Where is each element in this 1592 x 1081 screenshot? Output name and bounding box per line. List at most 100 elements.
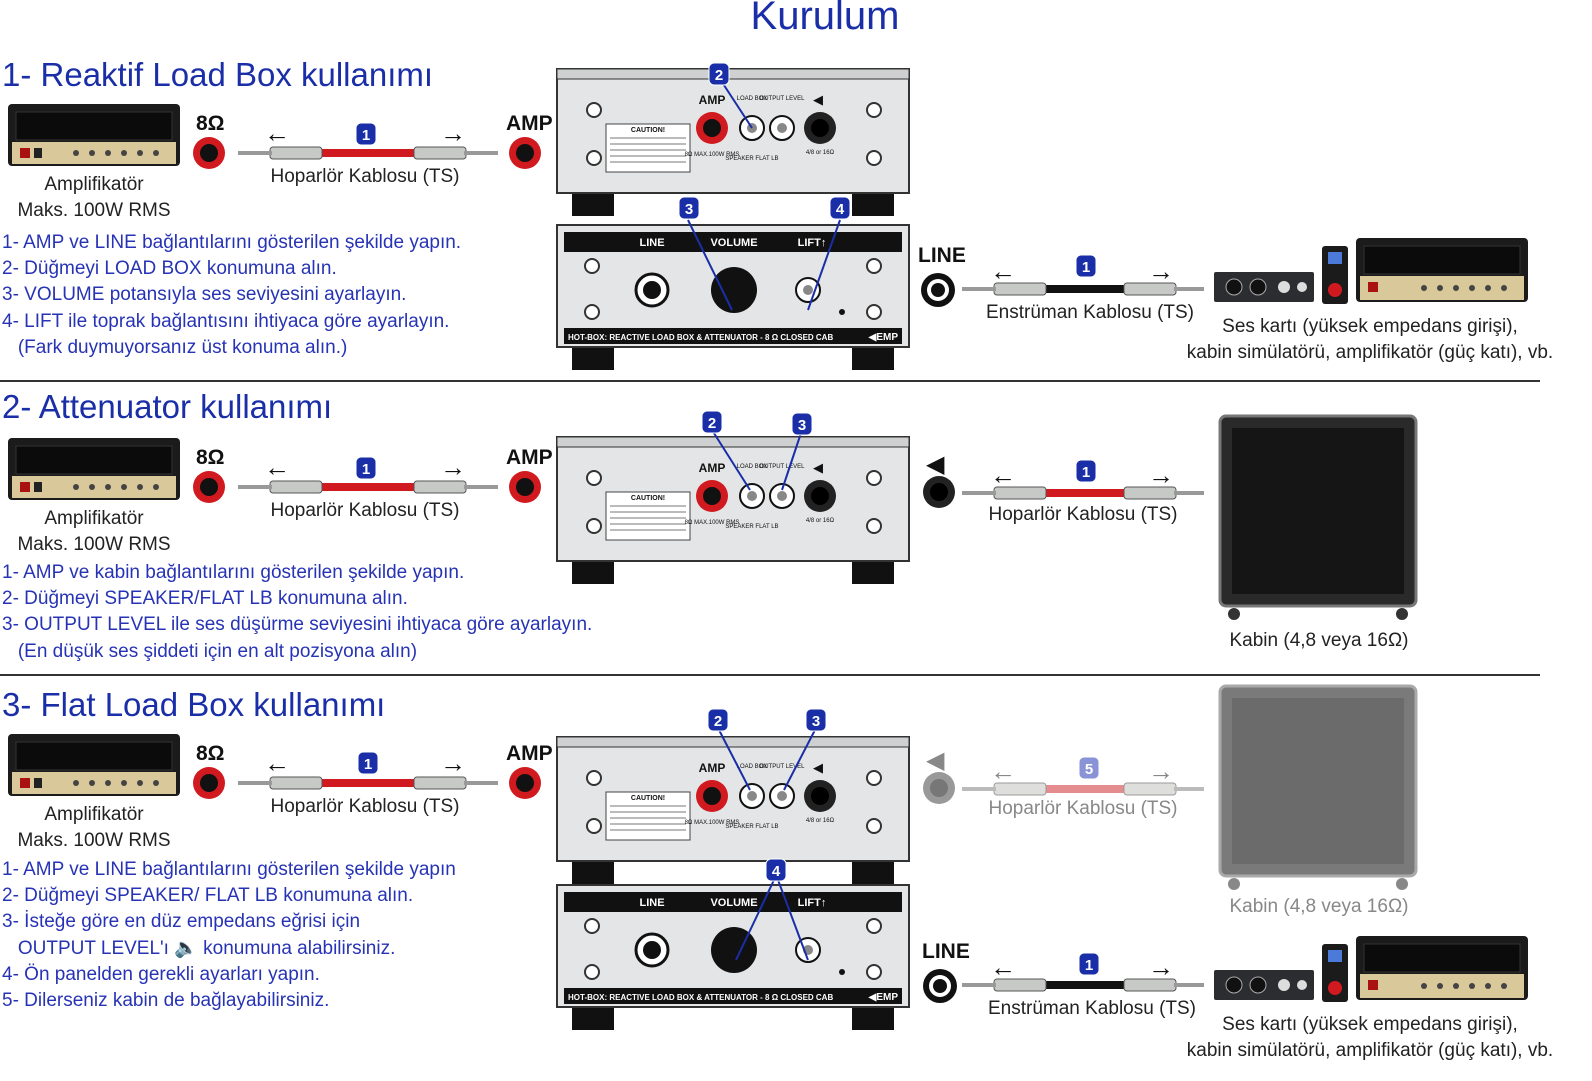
instrument-cable-label: Enstrüman Kablosu (TS)	[985, 302, 1195, 323]
svg-text:←: ←	[990, 460, 1016, 490]
instruction-1-5: (Fark duymuyorsanız üst konuma alın.)	[2, 336, 348, 358]
page-title: Kurulum	[750, 0, 900, 38]
svg-text:◀: ◀	[813, 92, 823, 107]
instruction-2-1: 1- AMP ve kabin bağlantılarını gösterile…	[2, 562, 465, 583]
amp-input-jack-icon	[509, 767, 541, 799]
svg-text:CAUTION!: CAUTION!	[631, 495, 665, 502]
svg-text:◀: ◀	[813, 460, 823, 475]
amplifier-head-image	[8, 734, 180, 796]
device-top-panel: CAUTION! AMP 8Ω MAX.100W RMS LOAD BOX SP…	[556, 736, 910, 884]
svg-text:3: 3	[798, 417, 806, 434]
soundcard-caption-line1: Ses kartı (yüksek empedans girişi),	[1222, 1014, 1518, 1035]
speaker-cabinet-image	[1218, 414, 1418, 620]
instruction-3-3: 3- İsteğe göre en düz empedans eğrisi iç…	[2, 911, 361, 933]
jack-label-8ohm: 8Ω	[196, 446, 225, 469]
section-2-title: 2- Attenuator kullanımı	[2, 388, 333, 425]
jack-label-8ohm: 8Ω	[196, 112, 225, 135]
svg-text:1: 1	[362, 127, 370, 144]
svg-text:AMP: AMP	[699, 461, 726, 475]
svg-text:SPEAKER FLAT LB: SPEAKER FLAT LB	[725, 524, 778, 530]
svg-text:LOAD BOX: LOAD BOX	[737, 464, 768, 470]
step-badge-5: 5	[1078, 756, 1100, 780]
svg-text:CAUTION!: CAUTION!	[631, 127, 665, 134]
svg-text:←: ←	[264, 118, 290, 148]
svg-text:3: 3	[685, 201, 693, 218]
amplifier-caption-line1: Amplifikatör	[44, 508, 144, 529]
svg-text:HOT-BOX: REACTIVE LOAD BOX & A: HOT-BOX: REACTIVE LOAD BOX & ATTENUATOR …	[568, 333, 833, 342]
svg-text:→: →	[1148, 256, 1174, 286]
section-3-title: 3- Flat Load Box kullanımı	[2, 686, 386, 723]
svg-text:OUTPUT LEVEL: OUTPUT LEVEL	[760, 464, 806, 470]
svg-text:←: ←	[264, 452, 290, 482]
amplifier-caption-line1: Amplifikatör	[44, 174, 144, 195]
callout-lines	[717, 727, 817, 961]
instruction-1-2: 2- Düğmeyi LOAD BOX konumuna alın.	[2, 258, 337, 280]
jack-label-amp: AMP	[506, 446, 553, 469]
svg-text:SPEAKER FLAT LB: SPEAKER FLAT LB	[725, 156, 778, 162]
instruction-3-2: 2- Düğmeyi SPEAKER/ FLAT LB konumuna alı…	[2, 885, 414, 907]
output-jack-icon	[193, 471, 225, 503]
device-front-panel: LINE VOLUME LIFT↑ HOT-BOX: REACTIVE LOAD…	[556, 224, 910, 370]
amplifier-head-image	[8, 438, 180, 500]
svg-text:HOT-BOX: REACTIVE LOAD BOX & A: HOT-BOX: REACTIVE LOAD BOX & ATTENUATOR …	[568, 993, 833, 1002]
device-front-panel: LINE VOLUME LIFT↑ HOT-BOX: REACTIVE LOAD…	[556, 884, 910, 1030]
speaker-out-jack-icon: ◀	[923, 451, 955, 508]
amplifier-caption-line1: Amplifikatör	[44, 804, 144, 825]
svg-text:1: 1	[364, 756, 372, 773]
line-jack-icon	[921, 273, 955, 307]
svg-text:1: 1	[1085, 957, 1093, 974]
step-badge-1: 1	[1075, 459, 1097, 483]
soundcard-caption-line2: kabin simülatörü, amplifikatör (güç katı…	[1186, 342, 1554, 363]
svg-text:→: →	[440, 118, 466, 148]
svg-text:→: →	[1148, 756, 1174, 786]
step-badge-1: 1	[355, 456, 377, 480]
step-badge-2: 2	[707, 708, 729, 732]
audio-interface-image	[1214, 970, 1314, 1000]
instruction-1-4: 4- LIFT ile toprak bağlantısını ihtiyaca…	[2, 310, 450, 332]
svg-text:LOAD BOX: LOAD BOX	[737, 96, 768, 102]
section-divider	[0, 674, 1540, 676]
amplifier-head-image	[1356, 936, 1528, 1000]
cabinet-caption: Kabin (4,8 veya 16Ω)	[1229, 630, 1409, 651]
step-badge-4: 4	[829, 196, 851, 220]
speaker-cable-label: Hoparlör Kablosu (TS)	[988, 504, 1178, 525]
optional-speaker-cable-label: Hoparlör Kablosu (TS)	[988, 798, 1178, 819]
device-top-panel: CAUTION! AMP 8Ω MAX.100W RMS LOAD BOX SP…	[556, 436, 910, 584]
soundcard-caption-line1: Ses kartı (yüksek empedans girişi),	[1222, 316, 1518, 337]
amplifier-head-image	[8, 104, 180, 166]
svg-text:LINE: LINE	[639, 237, 664, 249]
svg-text:CAUTION!: CAUTION!	[631, 795, 665, 802]
instruction-1-1: 1- AMP ve LINE bağlantılarını gösterilen…	[2, 232, 462, 253]
instrument-cable-label: Enstrüman Kablosu (TS)	[987, 998, 1197, 1019]
svg-text:VOLUME: VOLUME	[710, 897, 757, 909]
svg-text:SPEAKER FLAT LB: SPEAKER FLAT LB	[725, 824, 778, 830]
svg-text:5: 5	[1085, 761, 1093, 778]
speaker-cable-icon: ←→	[962, 460, 1204, 500]
svg-text:◀EMP: ◀EMP	[868, 332, 899, 343]
jack-label-amp: AMP	[506, 112, 553, 135]
svg-text:8Ω MAX.100W RMS: 8Ω MAX.100W RMS	[685, 152, 740, 158]
svg-text:LINE: LINE	[639, 897, 664, 909]
svg-text:4: 4	[772, 863, 781, 880]
speaker-cable-label: Hoparlör Kablosu (TS)	[270, 500, 460, 521]
svg-text:◀: ◀	[813, 760, 823, 775]
cabinet-caption: Kabin (4,8 veya 16Ω)	[1229, 896, 1409, 917]
step-badge-1: 1	[355, 122, 377, 146]
step-badge-1: 1	[1078, 952, 1100, 976]
amplifier-caption-line2: Maks. 100W RMS	[17, 534, 171, 555]
svg-text:←: ←	[990, 256, 1016, 286]
step-badge-3: 3	[678, 196, 700, 220]
step-badge-3: 3	[805, 708, 827, 732]
amp-input-jack-icon	[509, 471, 541, 503]
speaker-cabinet-image	[1218, 684, 1418, 890]
svg-text:LIFT↑: LIFT↑	[798, 897, 827, 909]
speaker-cable-label: Hoparlör Kablosu (TS)	[270, 796, 460, 817]
step-badge-2: 2	[701, 410, 723, 434]
svg-text:LIFT↑: LIFT↑	[798, 237, 827, 249]
instruction-3-1: 1- AMP ve LINE bağlantılarını gösterilen…	[2, 859, 456, 880]
instruction-1-3: 3- VOLUME potansıyla ses seviyesini ayar…	[2, 284, 407, 306]
instruction-3-5: 4- Ön panelden gerekli ayarları yapın.	[2, 963, 320, 985]
device-top-panel: CAUTION! AMP 8Ω MAX.100W RMS LOAD BOX SP…	[556, 68, 910, 216]
svg-text:4/8 or 16Ω: 4/8 or 16Ω	[806, 518, 835, 524]
pedal-image	[1322, 246, 1348, 304]
